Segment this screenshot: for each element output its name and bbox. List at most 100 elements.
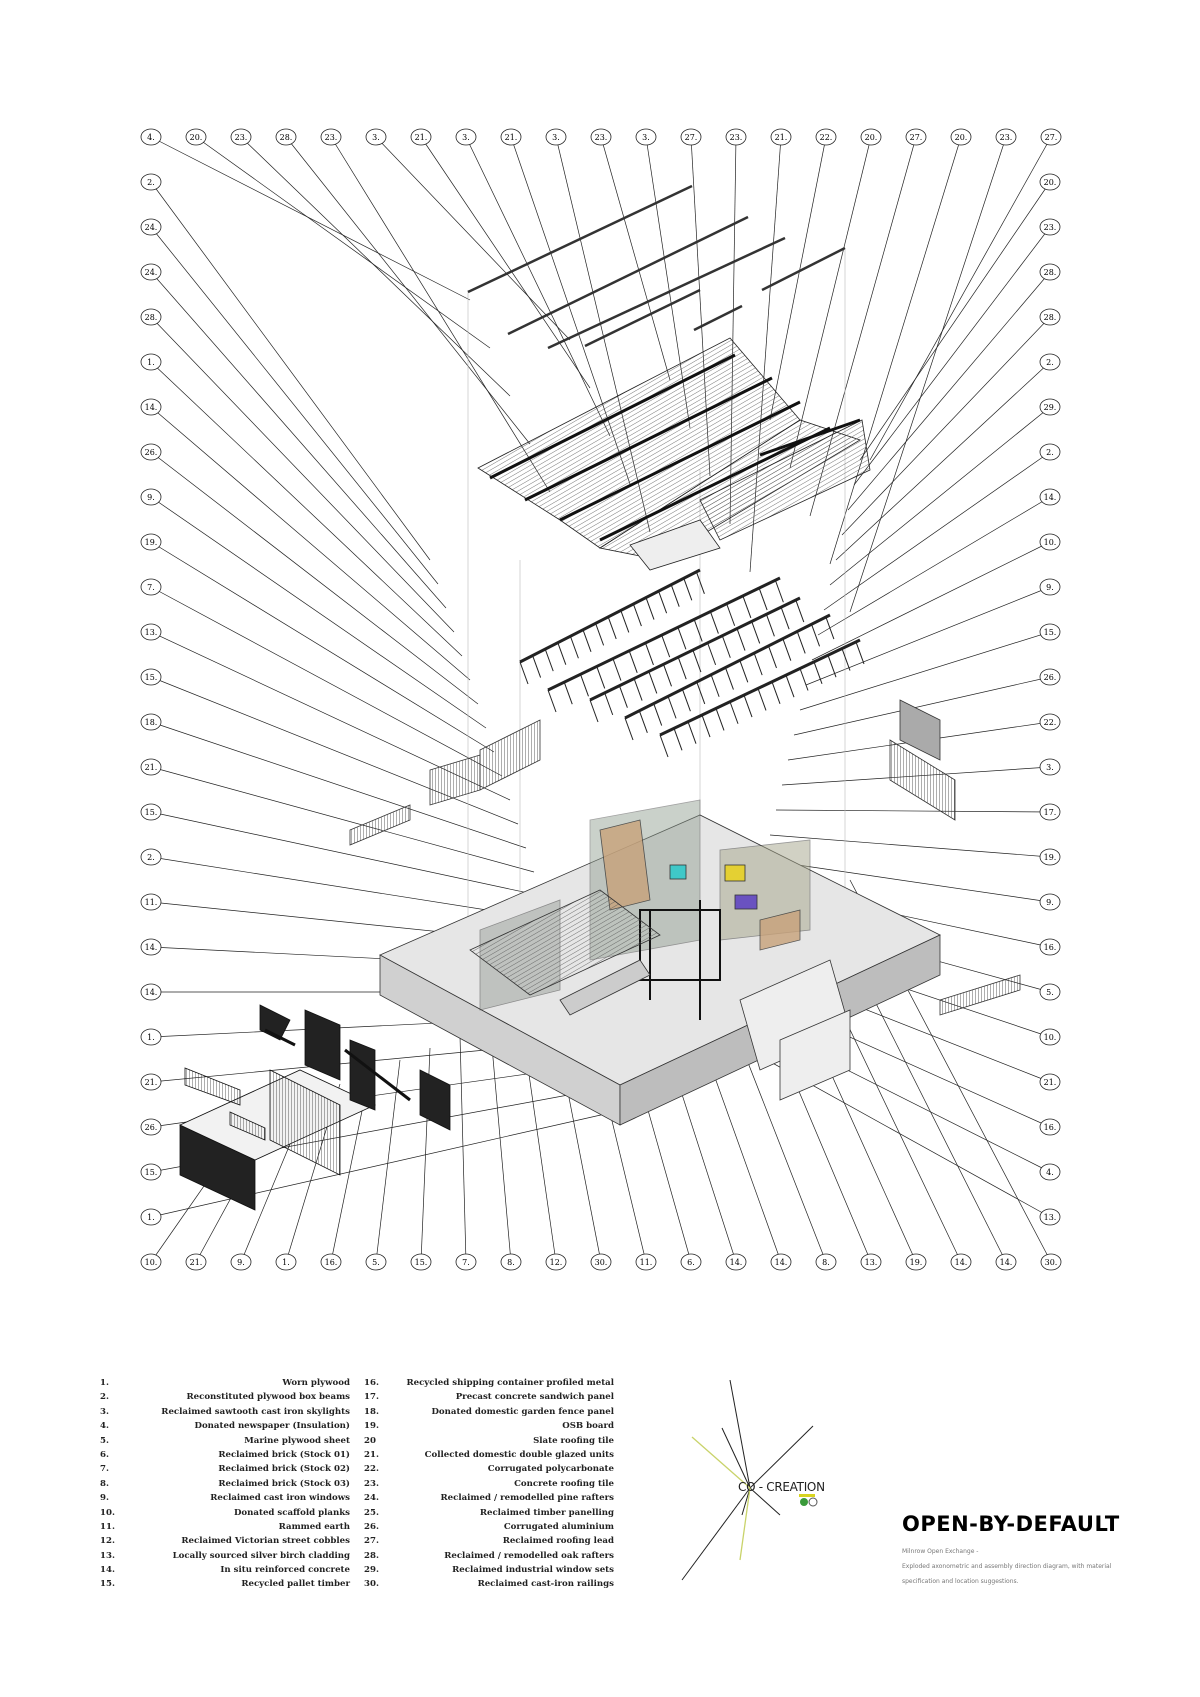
callout-number: 9. <box>237 1258 245 1267</box>
callout: 29. <box>1039 398 1061 416</box>
callout-number: 21. <box>505 133 518 142</box>
callout-number: 24. <box>145 268 158 277</box>
callout: 15. <box>410 1253 432 1271</box>
callout: 14. <box>140 398 162 416</box>
callout-number: 21. <box>190 1258 203 1267</box>
leader-line <box>817 496 1051 636</box>
callout-number: 20. <box>1044 178 1057 187</box>
callout: 20. <box>860 128 882 146</box>
leader-line <box>150 721 527 849</box>
legend-item: 2.Reconstituted plywood box beams <box>100 1390 350 1404</box>
leader-line <box>150 406 471 681</box>
callout-number: 27. <box>1045 133 1058 142</box>
legend-label: Marine plywood sheet <box>244 1435 350 1446</box>
callout: 22. <box>815 128 837 146</box>
callout: 13. <box>1039 1208 1061 1226</box>
leader-line <box>823 451 1051 611</box>
callout: 26. <box>1039 668 1061 686</box>
rafter-layer <box>519 568 865 758</box>
legend-item: 21.Collected domestic double glazed unit… <box>364 1448 614 1462</box>
callout: 4. <box>1039 1163 1061 1181</box>
leader-line <box>150 271 447 609</box>
callout-number: 20. <box>190 133 203 142</box>
callout-number: 10. <box>1044 538 1057 547</box>
callout: 10. <box>1039 1028 1061 1046</box>
legend-item: 14. In situ reinforced concrete <box>100 1563 350 1577</box>
callout-number: 14. <box>145 403 158 412</box>
building-model <box>179 184 1021 1211</box>
callout: 30. <box>590 1253 612 1271</box>
leader-line <box>600 136 671 381</box>
callout-number: 8. <box>822 1258 830 1267</box>
callout: 21. <box>140 758 162 776</box>
legend-number: 18. <box>364 1406 379 1417</box>
exploded-axonometric-diagram: 4.20.23.28.23.3.21.3.21.3.23.3.27.23.21.… <box>140 128 1062 1271</box>
callout-number: 3. <box>1046 763 1054 772</box>
callout-number: 15. <box>1044 628 1057 637</box>
exploded-walls <box>179 1004 451 1211</box>
legend-number: 13. <box>100 1550 115 1561</box>
leader-line <box>841 316 1051 536</box>
legend-number: 3. <box>100 1406 109 1417</box>
callout: 28. <box>1039 263 1061 281</box>
rafter <box>547 576 781 692</box>
callout-number: 14. <box>955 1258 968 1267</box>
callout: 16. <box>1039 1118 1061 1136</box>
callout: 6. <box>680 1253 702 1271</box>
legend-item: 10.Donated scaffold planks <box>100 1506 350 1520</box>
legend-label: Donated newspaper (Insulation) <box>194 1421 351 1432</box>
rafter <box>589 596 801 702</box>
poster-title: OPEN-BY-DEFAULT <box>902 1512 1120 1536</box>
callout-number: 26. <box>145 448 158 457</box>
callout: 9. <box>230 1253 252 1271</box>
callout: 26. <box>140 1118 162 1136</box>
legend-item: 27.Reclaimed roofing lead <box>364 1534 614 1548</box>
legend-label: Reclaimed brick (Stock 01) <box>218 1449 350 1460</box>
callout-number: 23. <box>235 133 248 142</box>
callout-number: 24. <box>145 223 158 232</box>
callout: 28. <box>1039 308 1061 326</box>
callout-number: 2. <box>1046 448 1054 457</box>
legend-number: 21. <box>364 1449 379 1460</box>
legend-item: 26.Corrugated aluminium <box>364 1520 614 1534</box>
callout-number: 16. <box>1044 1123 1057 1132</box>
legend-label: Reclaimed timber panelling <box>479 1507 614 1518</box>
callout: 3. <box>365 128 387 146</box>
legend-label: Reclaimed roofing lead <box>502 1536 614 1547</box>
callout-number: 19. <box>910 1258 923 1267</box>
callout-number: 14. <box>145 943 158 952</box>
legend-label: Slate roofing tile <box>533 1435 614 1446</box>
legend-item: 28.Reclaimed / remodelled oak rafters <box>364 1549 614 1563</box>
callout-number: 10. <box>145 1258 158 1267</box>
callout: 3. <box>635 128 657 146</box>
callout-number: 14. <box>1044 493 1057 502</box>
roof-layer <box>477 337 871 571</box>
callout: 20. <box>185 128 207 146</box>
leader-line <box>240 136 511 397</box>
legend-item: 18.Donated domestic garden fence panel <box>364 1405 614 1419</box>
callout-number: 7. <box>462 1258 470 1267</box>
leader-line <box>775 809 1051 813</box>
legend-item: 9.Reclaimed cast iron windows <box>100 1491 350 1505</box>
callout-number: 6. <box>687 1258 695 1267</box>
callout-number: 9. <box>147 493 155 502</box>
legend-label: Donated scaffold planks <box>233 1507 350 1518</box>
legend-number: 12. <box>100 1536 115 1547</box>
callout: 9. <box>1039 578 1061 596</box>
legend-label: In situ reinforced concrete <box>220 1565 350 1576</box>
callout: 27. <box>680 128 702 146</box>
callout: 14. <box>950 1253 972 1271</box>
material-legend-col-2: 16.Recycled shipping container profiled … <box>364 1376 614 1592</box>
callout-number: 28. <box>145 313 158 322</box>
leader-line <box>811 541 1051 661</box>
leader-line <box>769 136 827 421</box>
leader-line <box>150 451 479 705</box>
callout: 2. <box>140 848 162 866</box>
legend-number: 9. <box>100 1493 109 1504</box>
callout-number: 26. <box>145 1123 158 1132</box>
callout-number: 15. <box>145 673 158 682</box>
leader-line <box>195 136 491 349</box>
legend-number: 14. <box>100 1565 115 1576</box>
legend-number: 4. <box>100 1421 109 1432</box>
